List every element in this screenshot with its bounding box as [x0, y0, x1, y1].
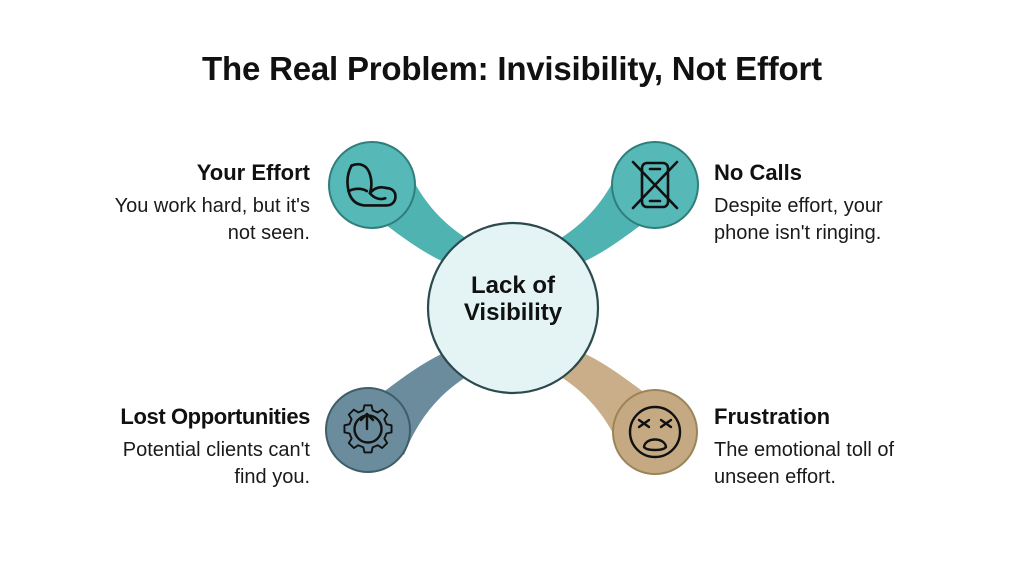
caption-title-frustration: Frustration [714, 404, 831, 429]
caption-description-lost-opportunities: Potential clients can't find you. [48, 437, 310, 490]
caption-desc-line1: You work hard, but it's [114, 195, 310, 218]
caption-title-your-effort: Your Effort [196, 160, 310, 185]
caption-desc-line1: Despite effort, your [714, 195, 883, 218]
caption-desc-line2: find you. [234, 465, 310, 488]
hub-label-line2: Visibility [463, 299, 563, 327]
caption-your-effort: Your Effort You work hard, but it's not … [48, 160, 310, 246]
caption-lost-opportunities: Lost Opportunities Potential clients can… [48, 404, 310, 490]
caption-desc-line2: phone isn't ringing. [714, 221, 882, 244]
page-title: The Real Problem: Invisibility, Not Effo… [202, 50, 822, 87]
gear-arrow-icon [343, 404, 393, 454]
node-circle-lost-opportunities[interactable] [325, 387, 411, 473]
caption-desc-line2: unseen effort. [714, 465, 836, 488]
caption-no-calls: No Calls Despite effort, your phone isn'… [714, 160, 976, 246]
caption-description-no-calls: Despite effort, your phone isn't ringing… [714, 193, 976, 246]
hub-circle [426, 221, 600, 395]
phone-crossed-out-icon [631, 160, 679, 210]
caption-desc-line1: Potential clients can't [122, 439, 310, 462]
caption-desc-line2: not seen. [227, 221, 310, 244]
caption-title-lost-opportunities: Lost Opportunities [120, 404, 310, 429]
caption-title-no-calls: No Calls [714, 160, 803, 185]
flexed-bicep-icon [346, 162, 397, 207]
caption-description-frustration: The emotional toll of unseen effort. [714, 437, 976, 490]
caption-frustration: Frustration The emotional toll of unseen… [714, 404, 976, 490]
caption-description-your-effort: You work hard, but it's not seen. [48, 193, 310, 246]
node-circle-frustration[interactable] [612, 389, 698, 475]
caption-desc-line1: The emotional toll of [714, 439, 895, 462]
distressed-face-icon [628, 405, 682, 459]
hub-label-line1: Lack of [470, 272, 556, 299]
hub-label: Lack of Visibility [428, 272, 598, 326]
